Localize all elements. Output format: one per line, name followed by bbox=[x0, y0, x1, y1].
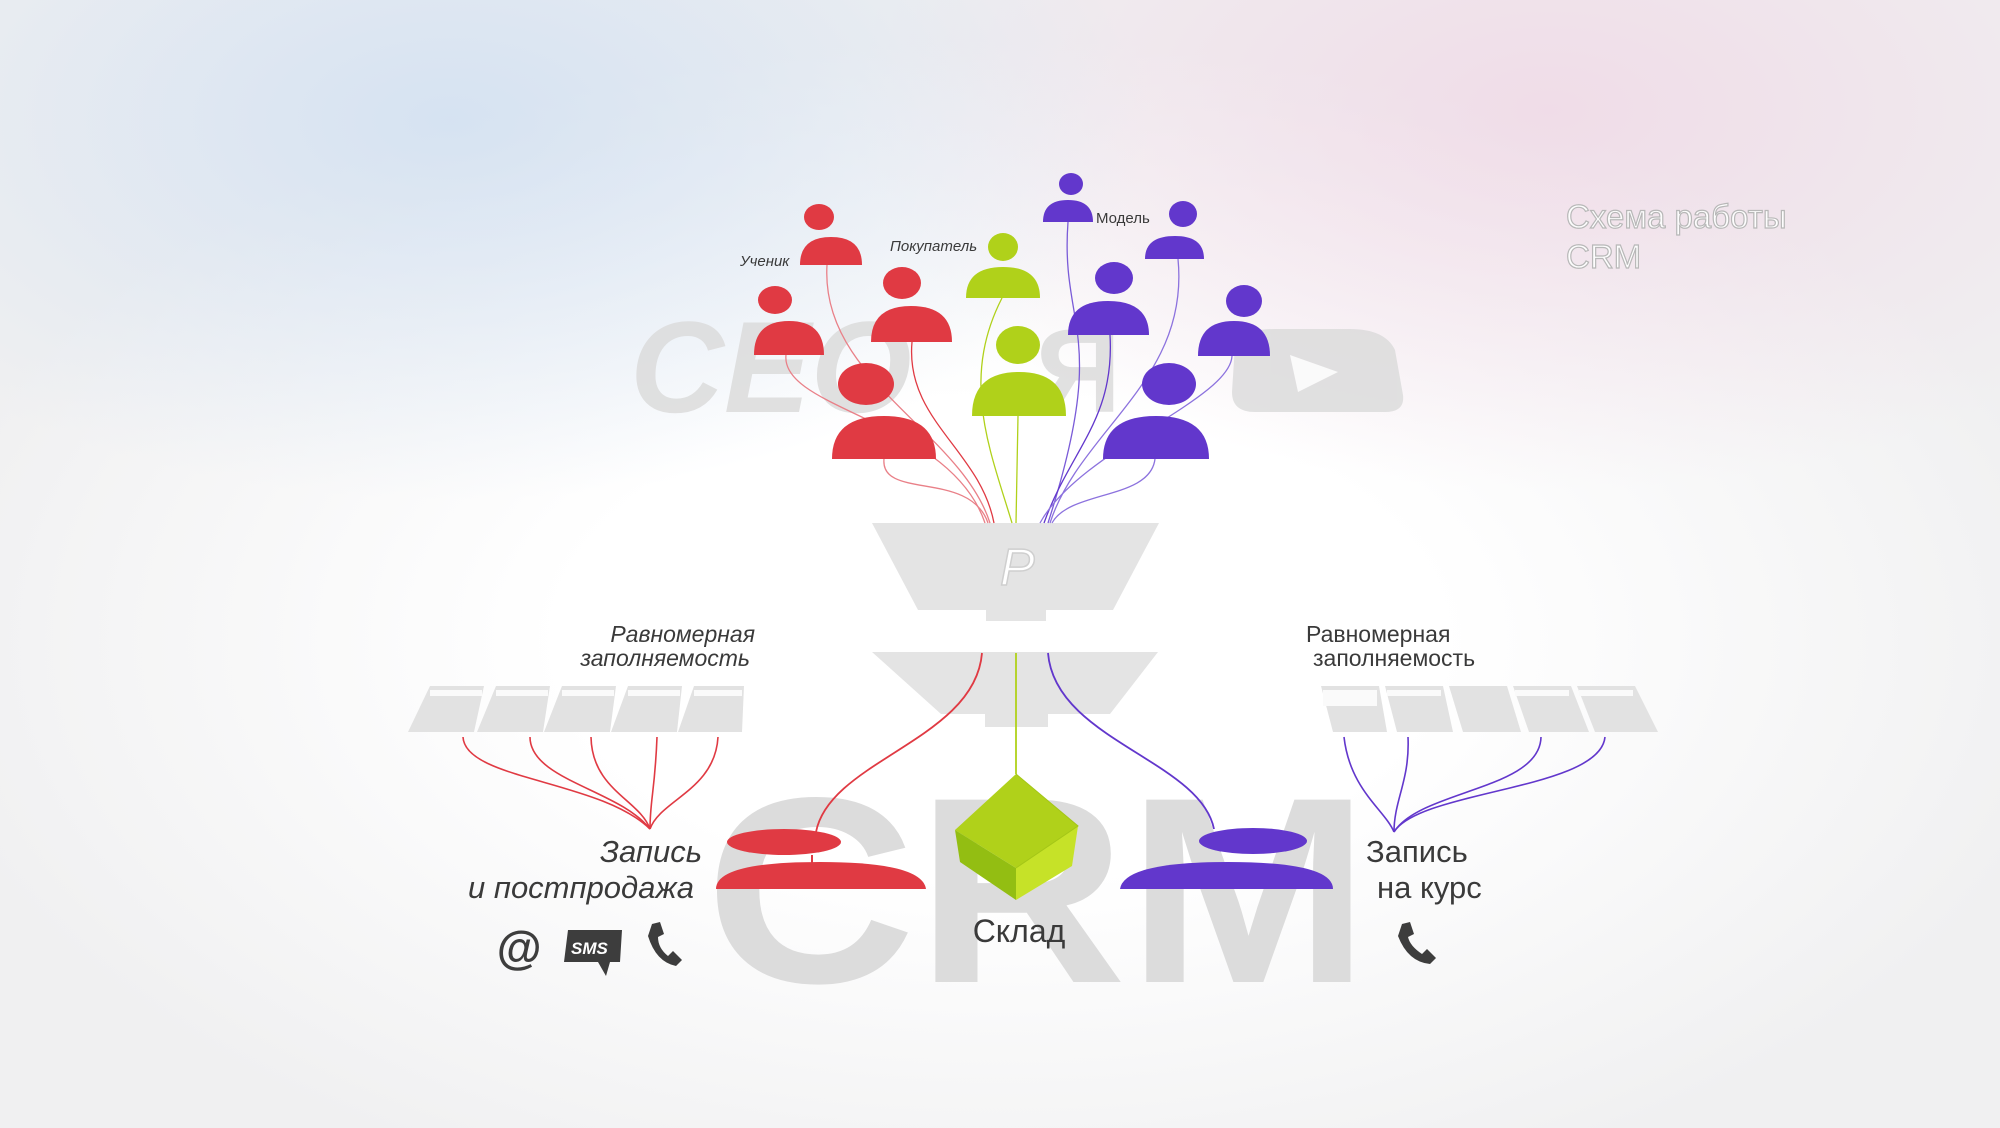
left-fill-label-1: Равномерная bbox=[610, 621, 755, 647]
course-person-icon bbox=[1120, 828, 1333, 889]
person-icon bbox=[1043, 173, 1093, 222]
person-icon bbox=[1145, 201, 1204, 259]
person-icon bbox=[1068, 262, 1149, 335]
right-slot-connectors bbox=[1343, 736, 1606, 833]
diagram-title-line2: CRM bbox=[1566, 238, 1641, 275]
left-slot-rack bbox=[408, 686, 744, 732]
persona-connectors bbox=[785, 221, 1233, 524]
persona-label-student: Ученик bbox=[739, 253, 790, 270]
persona-group-buyer bbox=[966, 233, 1066, 416]
person-icon bbox=[832, 363, 936, 459]
diagram-title-line1: Схема работы bbox=[1566, 198, 1787, 235]
sales-person-icon bbox=[716, 829, 926, 889]
left-title-2: и постпродажа bbox=[468, 870, 694, 905]
right-title-2: на курс bbox=[1377, 870, 1482, 905]
person-icon bbox=[1198, 285, 1270, 356]
persona-label-buyer: Покупатель bbox=[890, 238, 977, 255]
right-slot-rack bbox=[1321, 686, 1658, 732]
persona-label-model: Модель bbox=[1096, 210, 1150, 227]
person-icon bbox=[871, 267, 952, 342]
at-icon: @ bbox=[496, 922, 541, 974]
right-fill-label-1: Равномерная bbox=[1306, 621, 1450, 647]
person-icon bbox=[800, 204, 862, 265]
sms-icon: SMS bbox=[564, 930, 622, 976]
person-icon bbox=[972, 326, 1066, 416]
left-fill-label-2: заполняемость bbox=[579, 645, 750, 671]
phone-icon bbox=[648, 922, 682, 966]
funnel-logo: P bbox=[1000, 539, 1035, 597]
persona-group-student bbox=[754, 204, 952, 459]
person-icon bbox=[754, 286, 824, 355]
warehouse-cube-icon bbox=[955, 773, 1079, 900]
person-icon bbox=[966, 233, 1040, 298]
left-title-1: Запись bbox=[600, 834, 702, 869]
right-fill-label-2: заполняемость bbox=[1313, 645, 1475, 671]
phone-icon bbox=[1398, 922, 1436, 964]
funnel-outputs bbox=[815, 652, 1215, 833]
right-title-1: Запись bbox=[1366, 834, 1468, 869]
svg-text:SMS: SMS bbox=[571, 939, 609, 958]
youtube-watermark-icon bbox=[1232, 329, 1404, 412]
watermark-crm: CRM bbox=[705, 743, 1370, 1039]
left-slot-connectors bbox=[462, 736, 719, 830]
persona-group-model bbox=[1043, 173, 1270, 459]
person-icon bbox=[1103, 363, 1209, 459]
warehouse-label: Склад bbox=[973, 913, 1066, 949]
